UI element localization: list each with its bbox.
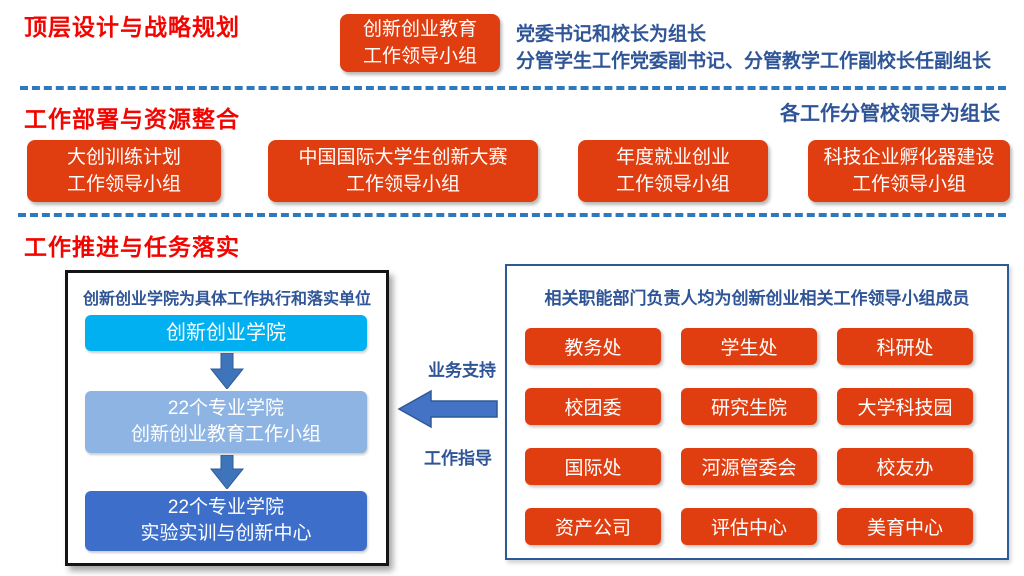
section-divider-line-2 <box>18 213 1006 217</box>
execution-unit-panel: 创新创业学院为具体工作执行和落实单位 创新创业学院 22个专业学院 创新创业教育… <box>65 270 389 566</box>
work-group-line: 工作领导小组 <box>66 174 181 195</box>
department-box: 学生处 <box>681 328 817 365</box>
leader-group-line2: 工作领导小组 <box>362 46 477 67</box>
department-box: 教务处 <box>525 328 661 365</box>
school-workgroup-box: 22个专业学院 创新创业教育工作小组 <box>85 391 367 453</box>
section-heading-top: 顶层设计与战略规划 <box>24 14 240 40</box>
leader-group-line1: 创新创业教育 <box>362 19 477 40</box>
department-box: 科研处 <box>837 328 973 365</box>
department-box: 美育中心 <box>837 508 973 545</box>
work-group-line: 工作领导小组 <box>345 174 460 195</box>
work-group-box: 中国国际大学生创新大赛 工作领导小组 <box>268 140 538 202</box>
section-divider-line-1 <box>20 86 1006 90</box>
connector-label-bottom: 工作指导 <box>424 449 492 468</box>
top-note-line1: 党委书记和校长为组长 <box>516 24 707 45</box>
work-group-line: 工作领导小组 <box>615 174 730 195</box>
connector-label-top: 业务支持 <box>428 361 496 380</box>
work-group-box: 大创训练计划 工作领导小组 <box>27 140 221 202</box>
work-group-line: 中国国际大学生创新大赛 <box>298 147 508 168</box>
departments-panel-title: 相关职能部门负责人均为创新创业相关工作领导小组成员 <box>544 289 970 308</box>
department-box: 评估中心 <box>681 508 817 545</box>
execution-unit-title: 创新创业学院为具体工作执行和落实单位 <box>82 291 371 308</box>
top-note: 党委书记和校长为组长 分管学生工作党委副书记、分管教学工作副校长任副组长 <box>516 21 991 75</box>
department-box: 大学科技园 <box>837 388 973 425</box>
college-box: 创新创业学院 <box>85 315 367 351</box>
work-group-line: 工作领导小组 <box>851 174 966 195</box>
department-box: 研究生院 <box>681 388 817 425</box>
school-workgroup-line: 22个专业学院 <box>167 398 285 419</box>
innovation-center-box: 22个专业学院 实验实训与创新中心 <box>85 491 367 551</box>
department-box: 资产公司 <box>525 508 661 545</box>
departments-grid: 教务处 学生处 科研处 校团委 研究生院 大学科技园 国际处 河源管委会 校友办… <box>525 328 973 545</box>
department-box: 国际处 <box>525 448 661 485</box>
innovation-center-line: 实验实训与创新中心 <box>140 523 312 544</box>
left-arrow-icon <box>397 389 498 429</box>
middle-note: 各工作分管校领导为组长 <box>780 103 1000 125</box>
work-group-box: 科技企业孵化器建设 工作领导小组 <box>808 140 1010 202</box>
college-box-line: 创新创业学院 <box>166 322 286 344</box>
work-group-line: 年度就业创业 <box>615 147 730 168</box>
work-group-line: 大创训练计划 <box>66 147 181 168</box>
top-note-line2: 分管学生工作党委副书记、分管教学工作副校长任副组长 <box>516 51 992 72</box>
work-group-box: 年度就业创业 工作领导小组 <box>578 140 768 202</box>
departments-panel: 相关职能部门负责人均为创新创业相关工作领导小组成员 教务处 学生处 科研处 校团… <box>505 264 1009 560</box>
department-box: 河源管委会 <box>681 448 817 485</box>
section-heading-bottom: 工作推进与任务落实 <box>24 234 240 260</box>
section-heading-middle: 工作部署与资源整合 <box>24 106 240 132</box>
leader-group-box: 创新创业教育 工作领导小组 <box>340 14 500 72</box>
department-box: 校友办 <box>837 448 973 485</box>
innovation-center-line: 22个专业学院 <box>167 497 285 518</box>
work-group-line: 科技企业孵化器建设 <box>823 147 995 168</box>
school-workgroup-line: 创新创业教育工作小组 <box>130 424 321 445</box>
department-box: 校团委 <box>525 388 661 425</box>
down-arrow-icon <box>209 455 245 489</box>
down-arrow-icon <box>209 353 245 389</box>
